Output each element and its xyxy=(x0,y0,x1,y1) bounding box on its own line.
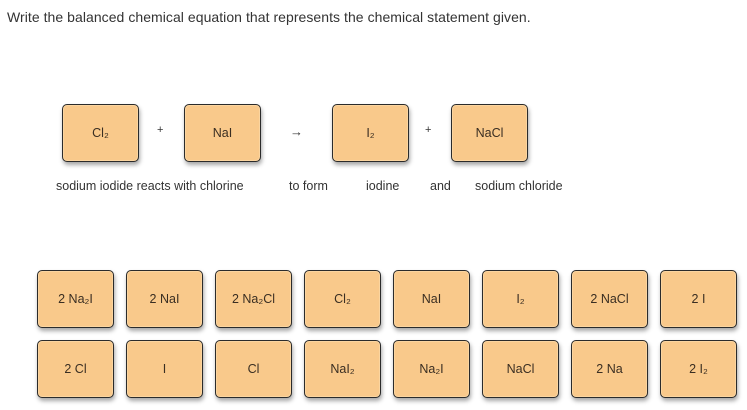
statement-sodium-chloride: sodium chloride xyxy=(475,179,563,193)
equation-slot-product-1[interactable]: I₂ xyxy=(332,104,409,162)
bank-tile[interactable]: I₂ xyxy=(482,270,559,328)
statement-and: and xyxy=(430,179,451,193)
equation-slot-reactant-2[interactable]: NaI xyxy=(184,104,261,162)
question-prompt: Write the balanced chemical equation tha… xyxy=(7,9,531,25)
equation-slot-product-2[interactable]: NaCl xyxy=(451,104,528,162)
bank-tile[interactable]: 2 NaCl xyxy=(571,270,648,328)
bank-tile[interactable]: 2 Na₂Cl xyxy=(215,270,292,328)
bank-tile[interactable]: 2 I₂ xyxy=(660,340,737,398)
bank-tile[interactable]: 2 Na₂I xyxy=(37,270,114,328)
statement-iodine: iodine xyxy=(366,179,400,193)
bank-tile[interactable]: NaI₂ xyxy=(304,340,381,398)
statement-to-form: to form xyxy=(289,179,328,193)
plus-sign: + xyxy=(425,124,432,136)
bank-tile[interactable]: Cl₂ xyxy=(304,270,381,328)
bank-tile[interactable]: I xyxy=(126,340,203,398)
bank-tile[interactable]: Na₂I xyxy=(393,340,470,398)
yields-arrow-icon: → xyxy=(290,124,303,139)
bank-tile[interactable]: 2 Na xyxy=(571,340,648,398)
bank-tile[interactable]: Cl xyxy=(215,340,292,398)
bank-tile[interactable]: 2 NaI xyxy=(126,270,203,328)
bank-tile[interactable]: NaI xyxy=(393,270,470,328)
plus-sign: + xyxy=(157,124,164,136)
equation-slot-reactant-1[interactable]: Cl₂ xyxy=(62,104,139,162)
bank-tile[interactable]: 2 I xyxy=(660,270,737,328)
bank-tile[interactable]: NaCl xyxy=(482,340,559,398)
bank-tile[interactable]: 2 Cl xyxy=(37,340,114,398)
statement-reactants: sodium iodide reacts with chlorine xyxy=(56,179,244,193)
